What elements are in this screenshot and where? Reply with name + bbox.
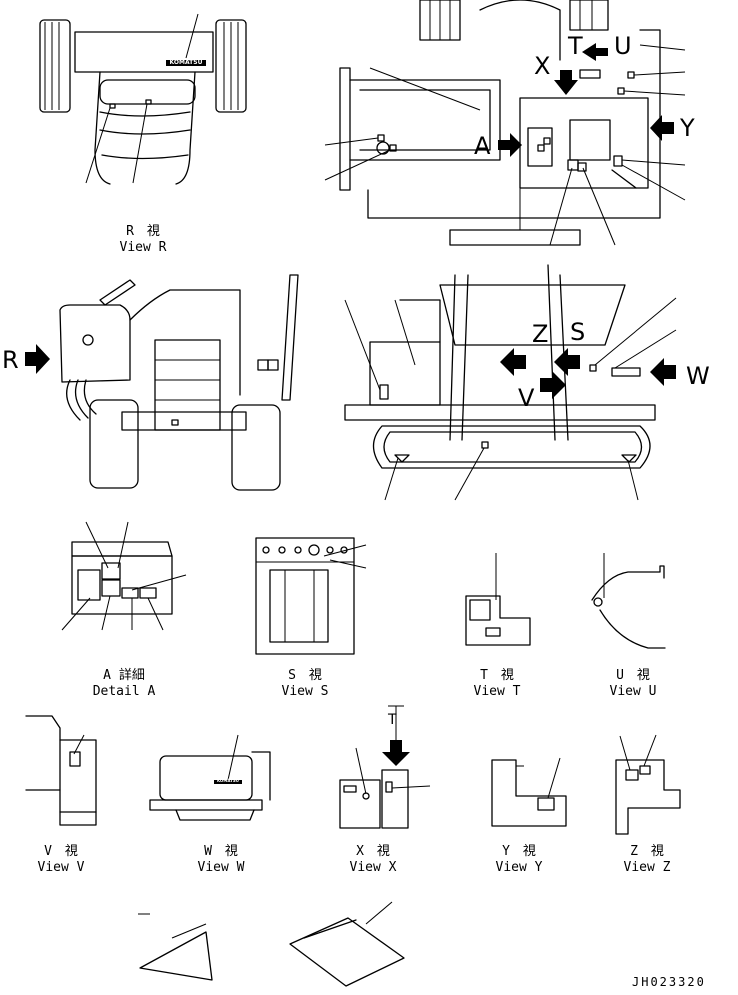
label-t-view-x: T bbox=[388, 712, 397, 728]
caption-view-w-jp: W 視 bbox=[204, 844, 238, 859]
label-x: X bbox=[534, 52, 551, 80]
view-w-drawing bbox=[149, 734, 271, 821]
label-v: V bbox=[518, 384, 535, 412]
caption-view-w-en: View W bbox=[197, 860, 245, 875]
caption-view-w: W 視 View W bbox=[186, 844, 256, 876]
triangle-decal-drawing bbox=[138, 913, 213, 981]
view-z-drawing bbox=[615, 734, 681, 835]
view-x-drawing bbox=[339, 705, 431, 829]
caption-view-s: S 視 View S bbox=[270, 668, 340, 700]
view-t-drawing bbox=[465, 553, 531, 646]
caption-view-r-jp: R 視 bbox=[126, 224, 160, 239]
caption-view-v-en: View V bbox=[37, 860, 85, 875]
label-r: R bbox=[2, 346, 19, 374]
square-decal-drawing bbox=[289, 901, 405, 987]
caption-view-v-jp: V 視 bbox=[44, 844, 78, 859]
caption-view-y-en: View Y bbox=[495, 860, 543, 875]
caption-detail-a: A 詳細 Detail A bbox=[84, 668, 164, 700]
caption-view-s-en: View S bbox=[281, 684, 329, 699]
caption-view-y: Y 視 View Y bbox=[484, 844, 554, 876]
view-r-drawing bbox=[39, 13, 247, 185]
label-z: Z bbox=[532, 320, 549, 348]
caption-view-z-en: View Z bbox=[623, 860, 671, 875]
caption-view-u-en: View U bbox=[609, 684, 657, 699]
label-a: A bbox=[474, 132, 491, 160]
caption-view-x-en: View X bbox=[349, 860, 397, 875]
caption-detail-a-jp: A 詳細 bbox=[103, 668, 145, 683]
detail-a-drawing bbox=[61, 521, 187, 631]
caption-view-v: V 視 View V bbox=[26, 844, 96, 876]
label-t: T bbox=[568, 32, 583, 60]
caption-view-t-jp: T 視 bbox=[480, 668, 514, 683]
caption-view-r-en: View R bbox=[119, 240, 167, 255]
caption-view-t-en: View T bbox=[473, 684, 521, 699]
brand-mark-view-r: KOMATSU bbox=[169, 59, 203, 66]
drawing-code: JH023320 bbox=[632, 975, 706, 989]
rear-view-drawing bbox=[25, 274, 299, 491]
view-v-drawing bbox=[25, 715, 97, 826]
side-view-drawing bbox=[324, 0, 686, 246]
view-y-drawing bbox=[491, 757, 567, 827]
view-s-drawing bbox=[255, 537, 367, 655]
caption-view-x-jp: X 視 bbox=[356, 844, 390, 859]
caption-view-t: T 視 View T bbox=[462, 668, 532, 700]
caption-view-s-jp: S 視 bbox=[288, 668, 322, 683]
view-u-drawing bbox=[591, 553, 666, 649]
caption-view-z-jp: Z 視 bbox=[630, 844, 664, 859]
caption-view-z: Z 視 View Z bbox=[612, 844, 682, 876]
caption-detail-a-en: Detail A bbox=[92, 684, 156, 699]
track-view-drawing bbox=[344, 264, 677, 501]
caption-view-y-jp: Y 視 bbox=[502, 844, 536, 859]
caption-view-x: X 視 View X bbox=[338, 844, 408, 876]
caption-view-u: U 視 View U bbox=[598, 668, 668, 700]
caption-view-r: R 視 View R bbox=[108, 224, 178, 256]
label-u: U bbox=[614, 32, 632, 60]
caption-view-u-jp: U 視 bbox=[616, 668, 650, 683]
label-y: Y bbox=[680, 114, 695, 142]
label-s: S bbox=[570, 318, 586, 346]
label-w: W bbox=[686, 362, 710, 390]
brand-mark-view-w: KOMATSU bbox=[217, 778, 239, 783]
